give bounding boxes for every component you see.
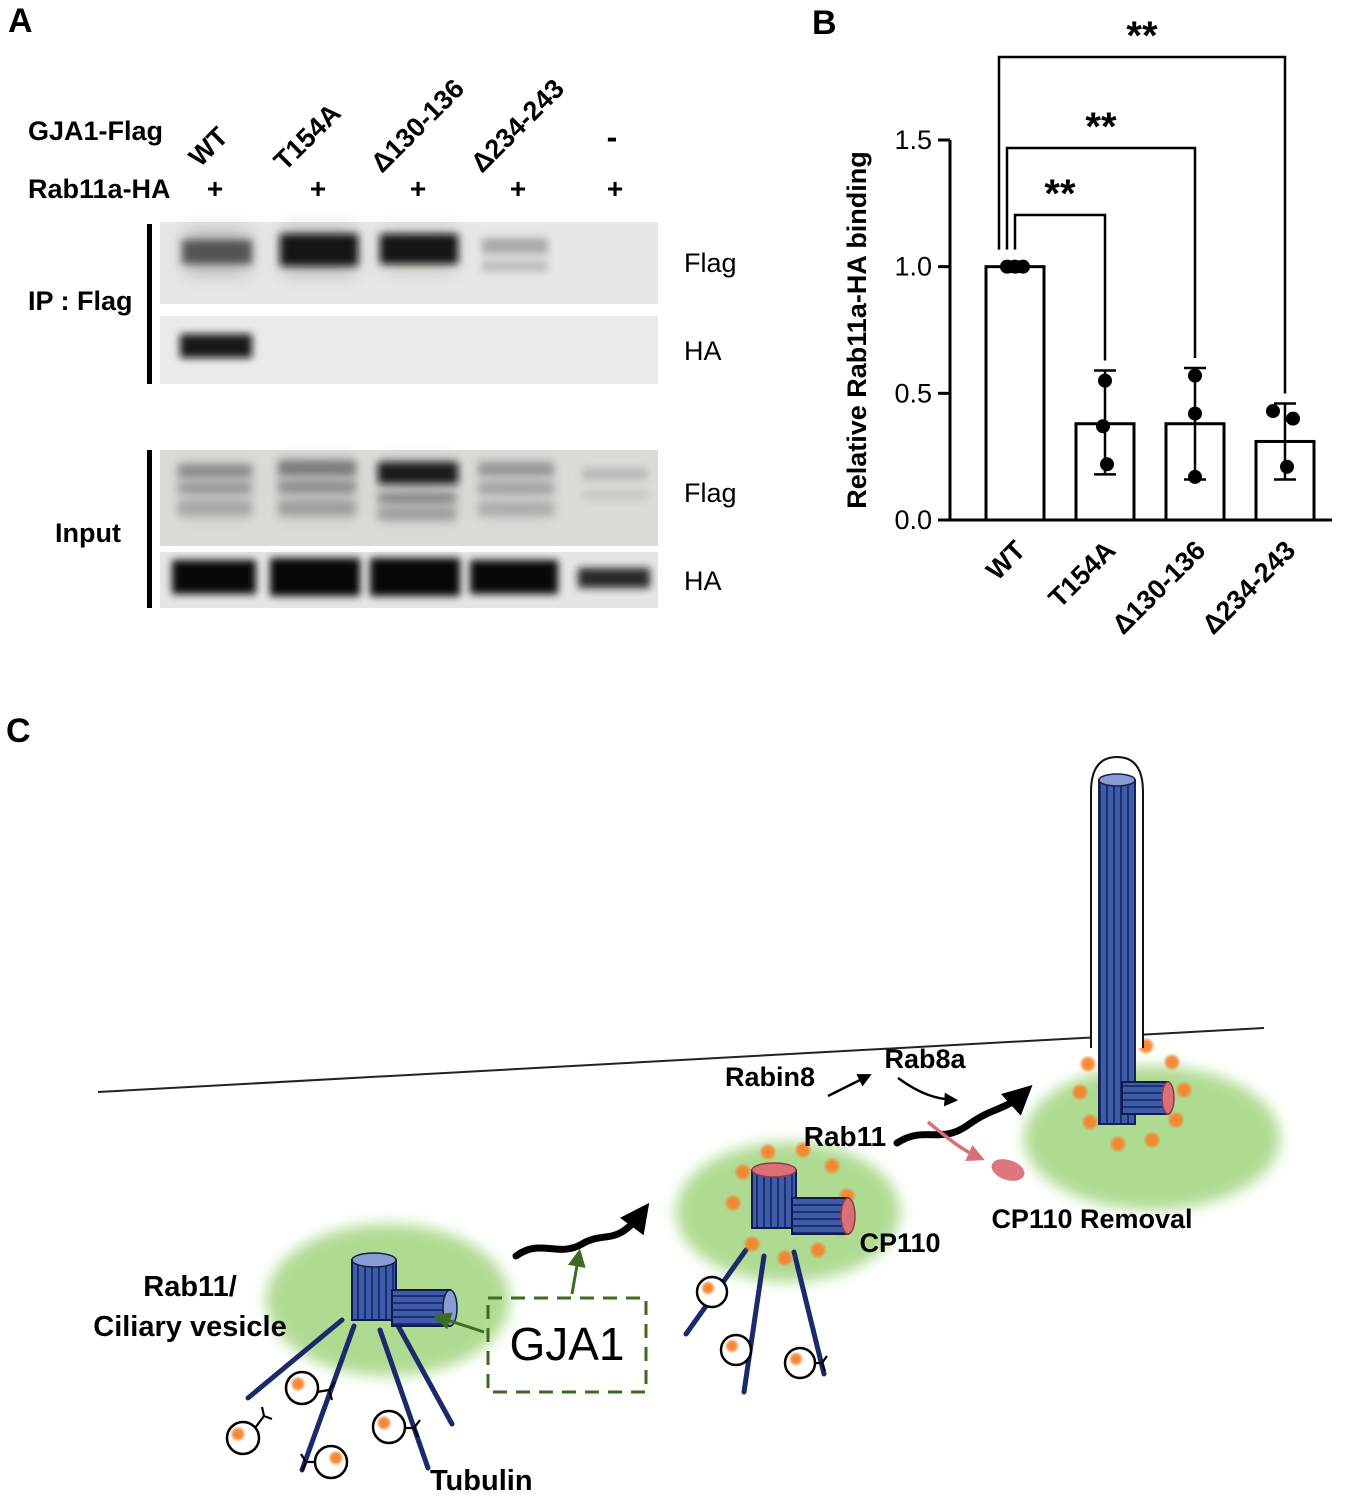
gja1-flag-row-label: GJA1-Flag (28, 116, 163, 146)
data-point (1188, 368, 1202, 383)
panel-c: C (6, 712, 1280, 1497)
rab11-vesicle-label-line1: Rab11/ (143, 1271, 237, 1303)
gja1-arrow-up (567, 1248, 586, 1295)
significance-bracket (1013, 213, 1107, 361)
significance-label: ** (1085, 105, 1117, 149)
ciliary-vesicle (284, 1370, 336, 1406)
x-category-label: WT (980, 535, 1031, 586)
data-point (1280, 459, 1294, 474)
y-axis-label: Relative Rab11a-HA binding (842, 151, 872, 509)
rabin8-arrow (827, 1074, 872, 1098)
significance-bracket (997, 55, 1287, 394)
ciliary-vesicle (719, 1333, 753, 1367)
lane-label-minus: - (607, 119, 618, 155)
blot-label-input-ha: HA (684, 566, 722, 596)
rab11-vesicle-label-line2: Ciliary vesicle (93, 1311, 286, 1343)
input-flag-blot (160, 450, 658, 546)
data-point (1286, 411, 1300, 426)
cp110-cap-side (840, 1197, 856, 1235)
data-point (1096, 419, 1110, 434)
lane-label-d234-243: Δ234-243 (465, 73, 570, 178)
significance-label: ** (1044, 172, 1076, 216)
data-point (1100, 457, 1114, 472)
ip-flag-blot (160, 222, 658, 304)
gja1-arrow-left (432, 1312, 485, 1334)
data-point (1188, 406, 1202, 421)
input-ha-blot (160, 552, 658, 608)
y-tick-label: 0.0 (894, 505, 932, 535)
panel-a-label: A (8, 2, 33, 40)
data-point (1098, 373, 1112, 388)
cp110-removal-label: CP110 Removal (991, 1204, 1192, 1234)
lane-label-wt: WT (183, 121, 234, 172)
rab8a-arrow (897, 1076, 959, 1107)
plus-sign-3: + (410, 173, 426, 204)
microtubules-stage1 (245, 1317, 455, 1473)
rab11a-ha-row-label: Rab11a-HA (28, 174, 171, 204)
data-point (1266, 404, 1280, 419)
lane-label-t154a: T154A (268, 98, 347, 177)
plus-sign-4: + (510, 173, 526, 204)
y-tick-label: 0.5 (894, 378, 932, 408)
ciliary-vesicle (783, 1346, 828, 1380)
ip-flag-section-label: IP : Flag (28, 286, 133, 316)
data-point (1016, 259, 1030, 274)
plus-sign-1: + (207, 173, 223, 204)
gja1-box (486, 1296, 648, 1394)
ciliary-vesicle (695, 1275, 729, 1309)
ip-bracket-bar (147, 224, 152, 384)
transition-arrow-2 (893, 1085, 1033, 1147)
panel-b-label: B (812, 4, 837, 42)
centriole-stage2 (724, 1141, 856, 1267)
x-category-label: Δ234-243 (1196, 535, 1301, 640)
blot-label-input-flag: Flag (684, 478, 737, 508)
input-section-label: Input (55, 518, 121, 548)
cp110-removed-ellipse (991, 1159, 1025, 1181)
blot-label-ip-flag: Flag (684, 248, 737, 278)
lane-label-d130-136: Δ130-136 (365, 73, 470, 178)
significance-bracket (1005, 146, 1197, 358)
blot-label-ip-ha: HA (684, 336, 722, 366)
cp110-cap-top (751, 1162, 797, 1178)
panel-a: A GJA1-Flag Rab11a-HA WT T154A Δ130-136 … (8, 2, 737, 608)
tubulin-label: Tubulin (430, 1465, 533, 1497)
ciliary-vesicle (300, 1444, 349, 1480)
input-bracket-bar (147, 450, 152, 608)
ciliary-vesicle (371, 1409, 421, 1445)
x-category-label: T154A (1043, 535, 1122, 614)
rabin8-label: Rabin8 (725, 1062, 815, 1092)
axoneme-barrel (1098, 779, 1136, 1125)
significance-label: ** (1126, 14, 1158, 58)
panel-b: B Relative Rab11a-HA binding 0.0 0.5 1.0 1.… (812, 4, 1332, 640)
bar (984, 265, 1046, 522)
cp110-label: CP110 (859, 1228, 940, 1258)
y-tick-label: 1.5 (894, 125, 932, 155)
transition-arrow-1 (512, 1202, 650, 1260)
ciliary-vesicle (225, 1406, 273, 1456)
cilium-stage3 (1071, 755, 1193, 1153)
plus-sign-2: + (310, 173, 326, 204)
rab8a-label: Rab8a (884, 1044, 966, 1074)
cp110-cap-stage3 (1161, 1081, 1175, 1115)
panel-c-label: C (6, 712, 31, 750)
ip-ha-blot (160, 316, 658, 384)
y-tick-label: 1.0 (894, 252, 932, 282)
gja1-label: GJA1 (509, 1318, 624, 1370)
x-category-label: Δ130-136 (1106, 535, 1211, 640)
plasma-membrane-line (97, 1027, 1265, 1093)
cp110-removal-arrow (926, 1120, 985, 1162)
plus-sign-5: + (607, 173, 623, 204)
rab11-label: Rab11 (804, 1121, 887, 1152)
data-point (1188, 469, 1202, 484)
